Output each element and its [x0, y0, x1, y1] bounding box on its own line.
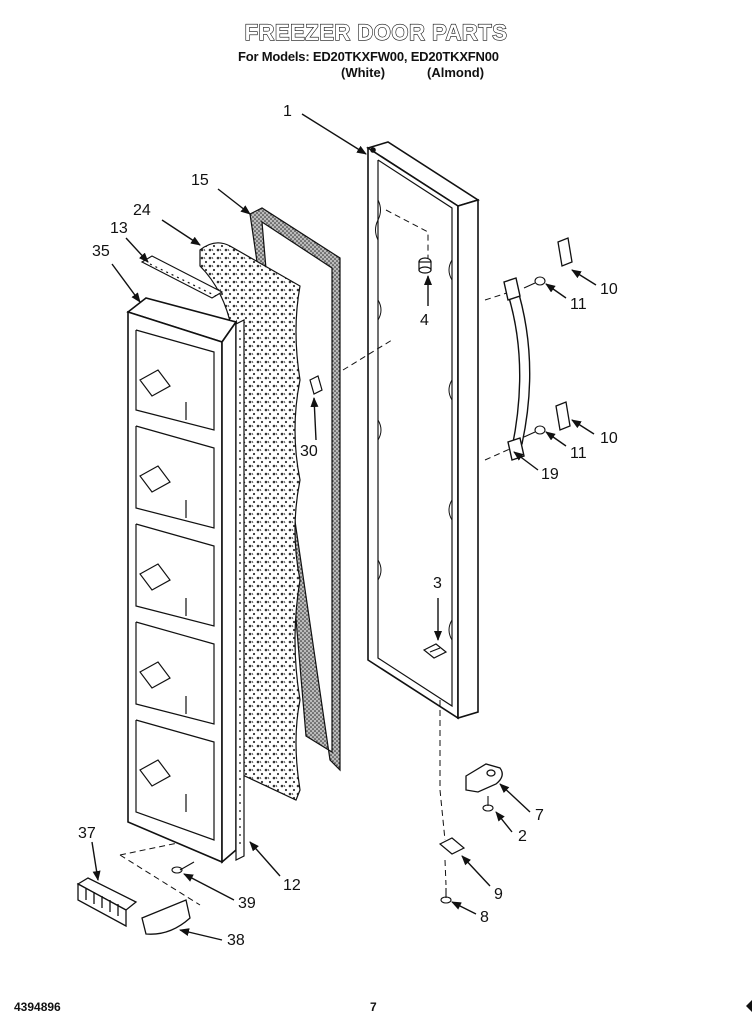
callout-10-top: 10	[600, 281, 618, 298]
callout-leaders	[91, 113, 597, 941]
screw-part-8	[440, 888, 452, 904]
callout-7: 7	[535, 807, 544, 824]
callout-2: 2	[518, 828, 527, 845]
bracket-part-3	[422, 643, 448, 659]
callout-24: 24	[133, 202, 151, 219]
callout-8: 8	[480, 909, 489, 926]
cover-part-38	[141, 899, 191, 935]
grille-part-37	[76, 877, 138, 928]
corner-mark	[746, 1000, 752, 1012]
callout-35: 35	[92, 243, 110, 260]
callout-19: 19	[541, 466, 559, 483]
page-title: FREEZER DOOR PARTS	[244, 19, 508, 45]
screw-part-2	[482, 796, 494, 812]
page-number: 7	[370, 1000, 377, 1014]
callout-3: 3	[433, 575, 442, 592]
clip-part-30	[309, 375, 323, 395]
callout-11-top: 11	[570, 296, 587, 313]
callout-39: 39	[238, 895, 256, 912]
color-white-label: (White)	[341, 65, 386, 80]
callout-38: 38	[227, 932, 245, 949]
screw-part-39	[171, 861, 195, 874]
models-line: For Models: ED20TKXFW00, ED20TKXFN00	[238, 49, 499, 64]
plug-part-4	[418, 257, 432, 274]
door-handle	[503, 277, 531, 461]
inner-door-liner	[126, 297, 238, 864]
callout-15: 15	[191, 172, 209, 189]
handle-screws	[523, 276, 546, 438]
callout-10-bottom: 10	[600, 430, 618, 447]
color-almond-label: (Almond)	[427, 65, 485, 80]
outer-door-panel	[366, 141, 480, 720]
callout-13: 13	[110, 220, 128, 237]
callout-4: 4	[420, 312, 429, 329]
callout-1: 1	[283, 103, 292, 120]
callout-12: 12	[283, 877, 301, 894]
callout-9: 9	[494, 886, 503, 903]
document-number: 4394896	[14, 1000, 61, 1014]
trim-strip-part-12	[235, 319, 245, 861]
handle-end-caps	[555, 237, 573, 431]
callout-37: 37	[78, 825, 96, 842]
hinge-part-7	[465, 763, 503, 793]
shim-part-9	[438, 837, 466, 855]
callout-30: 30	[300, 443, 318, 460]
callout-11-bottom: 11	[570, 445, 587, 462]
